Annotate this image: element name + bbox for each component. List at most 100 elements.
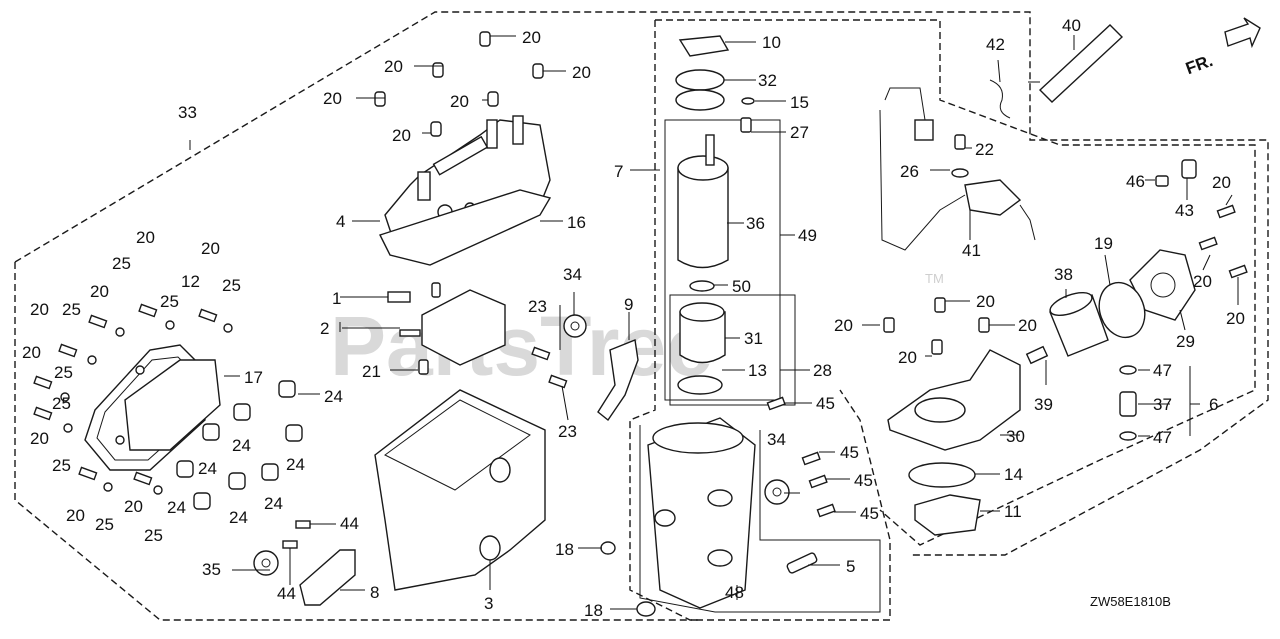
callout-20-k: 20 bbox=[22, 343, 41, 362]
callout-24-f: 24 bbox=[264, 494, 283, 513]
callout-24-a: 24 bbox=[324, 387, 343, 406]
callout-11: 11 bbox=[1004, 502, 1022, 521]
callout-20-u: 20 bbox=[1226, 309, 1245, 328]
callout-42: 42 bbox=[986, 35, 1005, 54]
callout-25-b: 25 bbox=[160, 292, 179, 311]
oring-13 bbox=[677, 375, 723, 395]
watermark-text: PartsTree bbox=[330, 299, 713, 393]
callout-14: 14 bbox=[1004, 465, 1023, 484]
callout-23-lower: 23 bbox=[558, 422, 577, 441]
callout-20-b: 20 bbox=[384, 57, 403, 76]
callout-46: 46 bbox=[1126, 172, 1145, 191]
small-bolt-20-right-group bbox=[883, 204, 1248, 355]
subassembly-boundary-filter bbox=[629, 19, 1256, 621]
callout-34-lower: 34 bbox=[767, 430, 786, 449]
callout-10: 10 bbox=[762, 33, 781, 52]
callout-50: 50 bbox=[732, 277, 751, 296]
callout-39: 39 bbox=[1034, 395, 1053, 414]
callout-49: 49 bbox=[798, 226, 817, 245]
callout-13: 13 bbox=[748, 361, 767, 380]
subassembly-boundary-pump bbox=[639, 119, 881, 613]
seal-10 bbox=[678, 35, 730, 57]
gasket-16 bbox=[379, 189, 552, 266]
callout-20-l: 20 bbox=[30, 429, 49, 448]
float-chamber-3 bbox=[374, 389, 546, 591]
oring-14 bbox=[908, 462, 976, 488]
callout-20-t: 20 bbox=[1193, 272, 1212, 291]
gear-34-lower bbox=[764, 479, 790, 505]
callout-30: 30 bbox=[1006, 427, 1025, 446]
callout-18-upper: 18 bbox=[555, 540, 574, 559]
washer-26 bbox=[951, 168, 969, 178]
direction-label: FR. bbox=[1183, 51, 1215, 78]
bolt-23-group bbox=[531, 346, 568, 389]
callout-32: 32 bbox=[758, 71, 777, 90]
callout-33: 33 bbox=[178, 103, 197, 122]
callout-12: 12 bbox=[181, 272, 200, 291]
callout-23-upper: 23 bbox=[528, 297, 547, 316]
collar-24-group bbox=[176, 380, 303, 510]
callout-3: 3 bbox=[484, 594, 493, 613]
callout-47-lower: 47 bbox=[1153, 428, 1172, 447]
callout-24-e: 24 bbox=[167, 498, 186, 517]
callout-20-c: 20 bbox=[572, 63, 591, 82]
callout-34-upper: 34 bbox=[563, 265, 582, 284]
washer-50 bbox=[689, 280, 715, 292]
callout-8: 8 bbox=[370, 583, 379, 602]
callout-25-f: 25 bbox=[52, 394, 71, 413]
callout-7: 7 bbox=[614, 162, 623, 181]
callout-20-h: 20 bbox=[201, 239, 220, 258]
float-valve-1-2 bbox=[387, 282, 506, 375]
callout-29: 29 bbox=[1176, 332, 1195, 351]
callout-27: 27 bbox=[790, 123, 809, 142]
callout-20-e: 20 bbox=[450, 92, 469, 111]
callout-25-d: 25 bbox=[62, 300, 81, 319]
ring-32 bbox=[675, 69, 725, 111]
callout-41: 41 bbox=[962, 241, 981, 260]
callout-20-j: 20 bbox=[30, 300, 49, 319]
callout-20-r: 20 bbox=[898, 348, 917, 367]
callout-45-a: 45 bbox=[816, 394, 835, 413]
callout-40: 40 bbox=[1062, 16, 1081, 35]
float-11 bbox=[914, 494, 981, 536]
callout-25-i: 25 bbox=[144, 526, 163, 545]
callout-44-right: 44 bbox=[340, 514, 359, 533]
callout-5: 5 bbox=[846, 557, 855, 576]
callout-31: 31 bbox=[744, 329, 763, 348]
diagram-code: ZW58E1810B bbox=[1090, 594, 1171, 609]
leader-lines bbox=[189, 35, 1239, 610]
callout-20-p: 20 bbox=[834, 316, 853, 335]
callout-43: 43 bbox=[1175, 201, 1194, 220]
bolt-43 bbox=[1181, 159, 1197, 179]
callout-18-lower: 18 bbox=[584, 601, 603, 620]
callout-24-c: 24 bbox=[286, 455, 305, 474]
callout-35: 35 bbox=[202, 560, 221, 579]
hose-40 bbox=[1038, 24, 1124, 103]
gear-34-upper bbox=[563, 314, 587, 338]
oring-18-group bbox=[600, 541, 656, 617]
callout-47-upper: 47 bbox=[1153, 361, 1172, 380]
callout-25-c: 25 bbox=[222, 276, 241, 295]
callout-45-c: 45 bbox=[854, 471, 873, 490]
callout-24-g: 24 bbox=[229, 508, 248, 527]
callout-9: 9 bbox=[624, 295, 633, 314]
callout-16: 16 bbox=[567, 213, 586, 232]
callout-20-i: 20 bbox=[90, 282, 109, 301]
callout-24-d: 24 bbox=[198, 459, 217, 478]
filter-base-30 bbox=[887, 349, 1021, 451]
valve-parts-6 bbox=[1119, 365, 1137, 441]
callout-2: 2 bbox=[320, 319, 329, 338]
callout-19: 19 bbox=[1094, 234, 1113, 253]
callout-45-b: 45 bbox=[840, 443, 859, 462]
callout-6: 6 bbox=[1209, 395, 1218, 414]
callout-45-d: 45 bbox=[860, 504, 879, 523]
gasket-17 bbox=[124, 359, 221, 451]
assembly-boundary-33 bbox=[14, 11, 1269, 621]
front-direction-indicator: FR. bbox=[1183, 17, 1261, 78]
callout-21: 21 bbox=[362, 362, 381, 381]
callout-25-a: 25 bbox=[112, 254, 131, 273]
clip-42 bbox=[989, 79, 1011, 119]
callout-28: 28 bbox=[813, 361, 832, 380]
callout-1: 1 bbox=[332, 289, 341, 308]
nut-46 bbox=[1155, 175, 1169, 187]
